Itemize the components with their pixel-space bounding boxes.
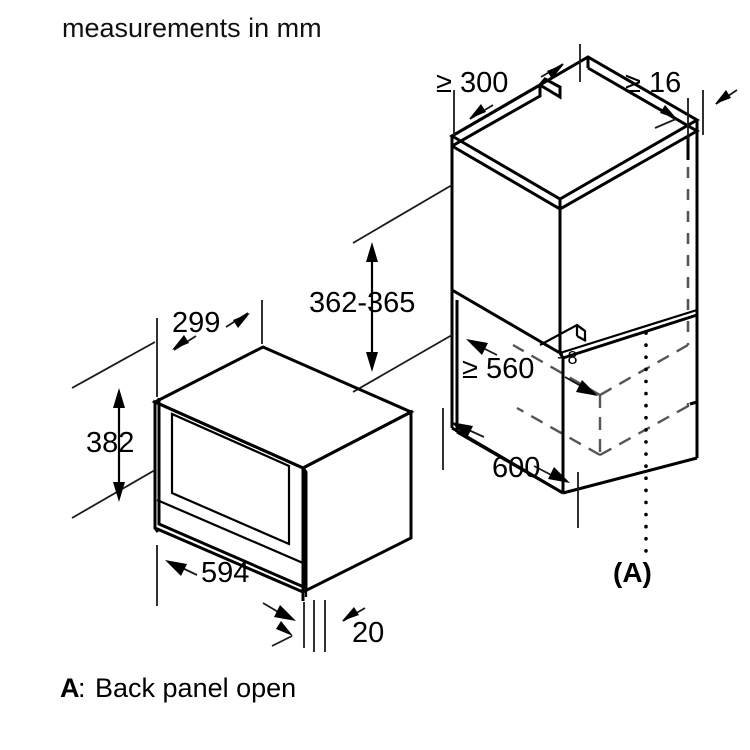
arrowhead	[576, 380, 598, 396]
footnote: A : Back panel open	[60, 673, 296, 703]
callout-label-A: (A)	[613, 557, 652, 588]
niche-left-side-panel	[450, 146, 565, 495]
arrowhead	[451, 422, 473, 438]
arrowhead	[466, 339, 488, 355]
dimension-label-niche-depth: ≥ 300	[436, 67, 508, 99]
dimension-niche-depth-300: ≥ 300	[436, 44, 581, 135]
dimension-appliance-width-594: 594	[156, 545, 305, 648]
cabinet-niche-figure: ≥ 300 ≥ 16 362-365	[309, 44, 738, 588]
callout-A: (A)	[613, 331, 652, 588]
dimension-label-niche-outer-width: 600	[492, 452, 540, 484]
arrowhead	[469, 104, 486, 119]
dimension-appliance-depth-299: 299	[156, 300, 263, 397]
dimension-appliance-height-382: 382	[71, 341, 156, 519]
arrowhead	[660, 105, 677, 119]
arrowhead	[547, 64, 564, 79]
hidden-back-panel-lines	[512, 167, 691, 457]
arrowhead	[366, 242, 378, 262]
arrowhead	[274, 605, 296, 621]
appliance-door-window	[170, 412, 291, 546]
arrowhead	[113, 482, 125, 502]
dimension-niche-width-560: ≥ 560 +8	[462, 339, 598, 396]
dimension-appliance-projection-20: 20	[271, 600, 384, 652]
arrowhead	[715, 90, 731, 104]
dimension-niche-outer-width-600: 600	[442, 408, 579, 528]
footnote-body: Back panel open	[95, 673, 296, 703]
niche-inner-shelf	[559, 308, 698, 360]
arrowhead	[172, 335, 189, 350]
arrowhead	[276, 621, 293, 636]
appliance-control-strip	[156, 498, 304, 565]
arrowhead	[342, 607, 359, 621]
dimension-niche-height-362-365: 362-365	[309, 184, 453, 393]
niche-support-bracket	[539, 323, 587, 346]
niche-right-side-panel	[562, 131, 699, 495]
dimension-label-niche-height: 362-365	[309, 287, 415, 319]
appliance-right-side-face	[301, 409, 413, 595]
dimension-label-niche-width-tolerance: +8	[557, 348, 578, 368]
dimension-label-appliance-depth: 299	[172, 307, 220, 339]
dimension-label-niche-width-operator: ≥ 560	[462, 353, 534, 385]
arrowhead	[233, 313, 250, 328]
arrowhead	[548, 467, 570, 483]
dimension-label-appliance-width: 594	[201, 557, 249, 589]
microwave-appliance-figure: 299 382 594	[71, 300, 415, 652]
units-note: measurements in mm	[62, 13, 322, 43]
dimension-label-appliance-height: 382	[86, 427, 134, 459]
arrowhead	[165, 560, 187, 576]
footnote-marker: A	[60, 673, 80, 703]
footnote-text: : Back panel open	[78, 673, 296, 703]
dimension-label-appliance-projection: 20	[352, 617, 384, 649]
appliance-door-edge	[301, 588, 308, 601]
footnote-separator: :	[78, 673, 93, 703]
dimension-label-panel-thickness: ≥ 16	[625, 67, 681, 99]
arrowhead	[113, 388, 125, 408]
dimension-panel-thickness-16: ≥ 16	[625, 67, 738, 140]
arrowhead	[366, 352, 378, 372]
